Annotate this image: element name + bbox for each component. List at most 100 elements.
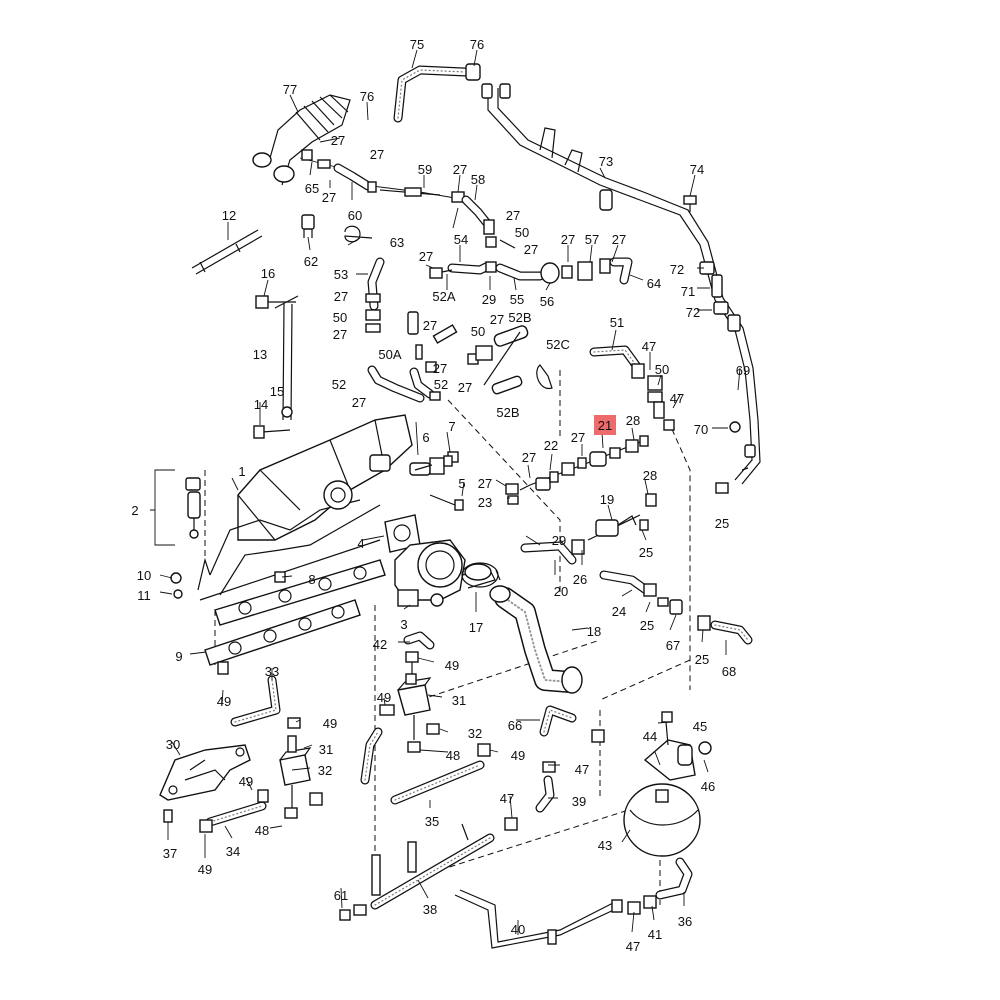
callout-52C: 52C: [546, 337, 570, 352]
callout-27c: 27: [322, 190, 336, 205]
callout-71: 71: [681, 284, 695, 299]
callout-50c: 50: [471, 324, 485, 339]
callout-49b: 49: [217, 694, 231, 709]
callout-27s: 27: [478, 476, 492, 491]
support-rod-13: [253, 295, 299, 439]
callout-52b: 52: [434, 377, 448, 392]
callout-65: 65: [305, 181, 319, 196]
callout-33: 33: [265, 664, 279, 679]
clamp-63-62: [301, 214, 373, 243]
callout-27i: 27: [419, 249, 433, 264]
callout-22: 22: [544, 438, 558, 453]
callout-48b: 48: [255, 823, 269, 838]
callout-74: 74: [690, 162, 704, 177]
hose-40: [454, 857, 693, 949]
callout-47b: 47: [670, 391, 684, 406]
callout-24: 24: [612, 604, 626, 619]
callout-18: 18: [587, 624, 601, 639]
callout-47a: 47: [642, 339, 656, 354]
callout-59: 59: [418, 162, 432, 177]
callout-49d: 49: [323, 716, 337, 731]
callout-44: 44: [643, 729, 657, 744]
vacuum-line-top: [299, 149, 497, 248]
callout-11: 11: [137, 588, 151, 603]
callout-25c: 25: [640, 618, 654, 633]
callout-43: 43: [598, 838, 612, 853]
intake-bellows-77: [252, 94, 351, 186]
callout-67: 67: [666, 638, 680, 653]
callout-70: 70: [694, 422, 708, 437]
callout-23: 23: [478, 495, 492, 510]
throttle-body-3: [384, 514, 496, 607]
callout-32b: 32: [318, 763, 332, 778]
callout-27n: 27: [433, 361, 447, 376]
callout-47e: 47: [626, 939, 640, 954]
callout-34: 34: [226, 844, 240, 859]
callout-29: 29: [482, 292, 496, 307]
hose-51: [589, 345, 675, 431]
callout-61: 61: [334, 888, 348, 903]
valve-50-52B: [467, 325, 553, 395]
clamp-17: [461, 562, 501, 588]
callout-52a: 52: [332, 377, 346, 392]
callout-49e: 49: [511, 748, 525, 763]
vacuum-reservoir-43: [623, 711, 712, 857]
callout-15: 15: [270, 384, 284, 399]
callout-12: 12: [222, 208, 236, 223]
callout-7: 7: [448, 419, 455, 434]
callout-50b: 50: [333, 310, 347, 325]
hose-24-67: [599, 467, 753, 645]
callout-42: 42: [373, 637, 387, 652]
hose-38: [339, 823, 495, 921]
callout-6: 6: [422, 430, 429, 445]
callout-47d: 47: [500, 791, 514, 806]
highlight-box-21: [594, 415, 616, 435]
callout-21: 21: [598, 418, 612, 433]
callout-32a: 32: [468, 726, 482, 741]
callout-60: 60: [348, 208, 362, 223]
callout-75: 75: [410, 37, 424, 52]
callout-63: 63: [390, 235, 404, 250]
callout-76a: 76: [470, 37, 484, 52]
tee-19-20: [520, 493, 657, 565]
callout-73: 73: [599, 154, 613, 169]
callout-76b: 76: [360, 89, 374, 104]
callout-27o: 27: [458, 380, 472, 395]
callout-5: 5: [458, 476, 465, 491]
callout-64: 64: [647, 276, 661, 291]
callout-27a: 27: [331, 133, 345, 148]
callout-53: 53: [334, 267, 348, 282]
callout-27r: 27: [522, 450, 536, 465]
callout-28a: 28: [626, 413, 640, 428]
callout-49g: 49: [198, 862, 212, 877]
air-hose-18: [464, 563, 583, 694]
callout-27j: 27: [334, 289, 348, 304]
valve-31: [379, 673, 440, 753]
callout-68: 68: [722, 664, 736, 679]
intake-manifold-1: [197, 414, 459, 601]
callout-14: 14: [254, 397, 268, 412]
callout-30: 30: [166, 737, 180, 752]
callout-40: 40: [511, 922, 525, 937]
callout-37: 37: [163, 846, 177, 861]
callout-27q: 27: [571, 430, 585, 445]
callout-50A: 50A: [378, 347, 401, 362]
callout-28b: 28: [643, 468, 657, 483]
callout-2: 2: [131, 503, 138, 518]
dipstick-12: [191, 229, 263, 275]
vacuum-hoses-middle: [365, 239, 633, 403]
callout-27p: 27: [352, 395, 366, 410]
callout-26: 26: [573, 572, 587, 587]
callout-49a: 49: [445, 658, 459, 673]
gasket-8: [214, 559, 386, 626]
callout-31a: 31: [452, 693, 466, 708]
callout-50a: 50: [515, 225, 529, 240]
callout-27b: 27: [370, 147, 384, 162]
injector-2: [150, 469, 201, 546]
gasket-9: [204, 599, 361, 666]
hose-assembly-21: [505, 435, 649, 505]
callout-19: 19: [600, 492, 614, 507]
callout-35: 35: [425, 814, 439, 829]
